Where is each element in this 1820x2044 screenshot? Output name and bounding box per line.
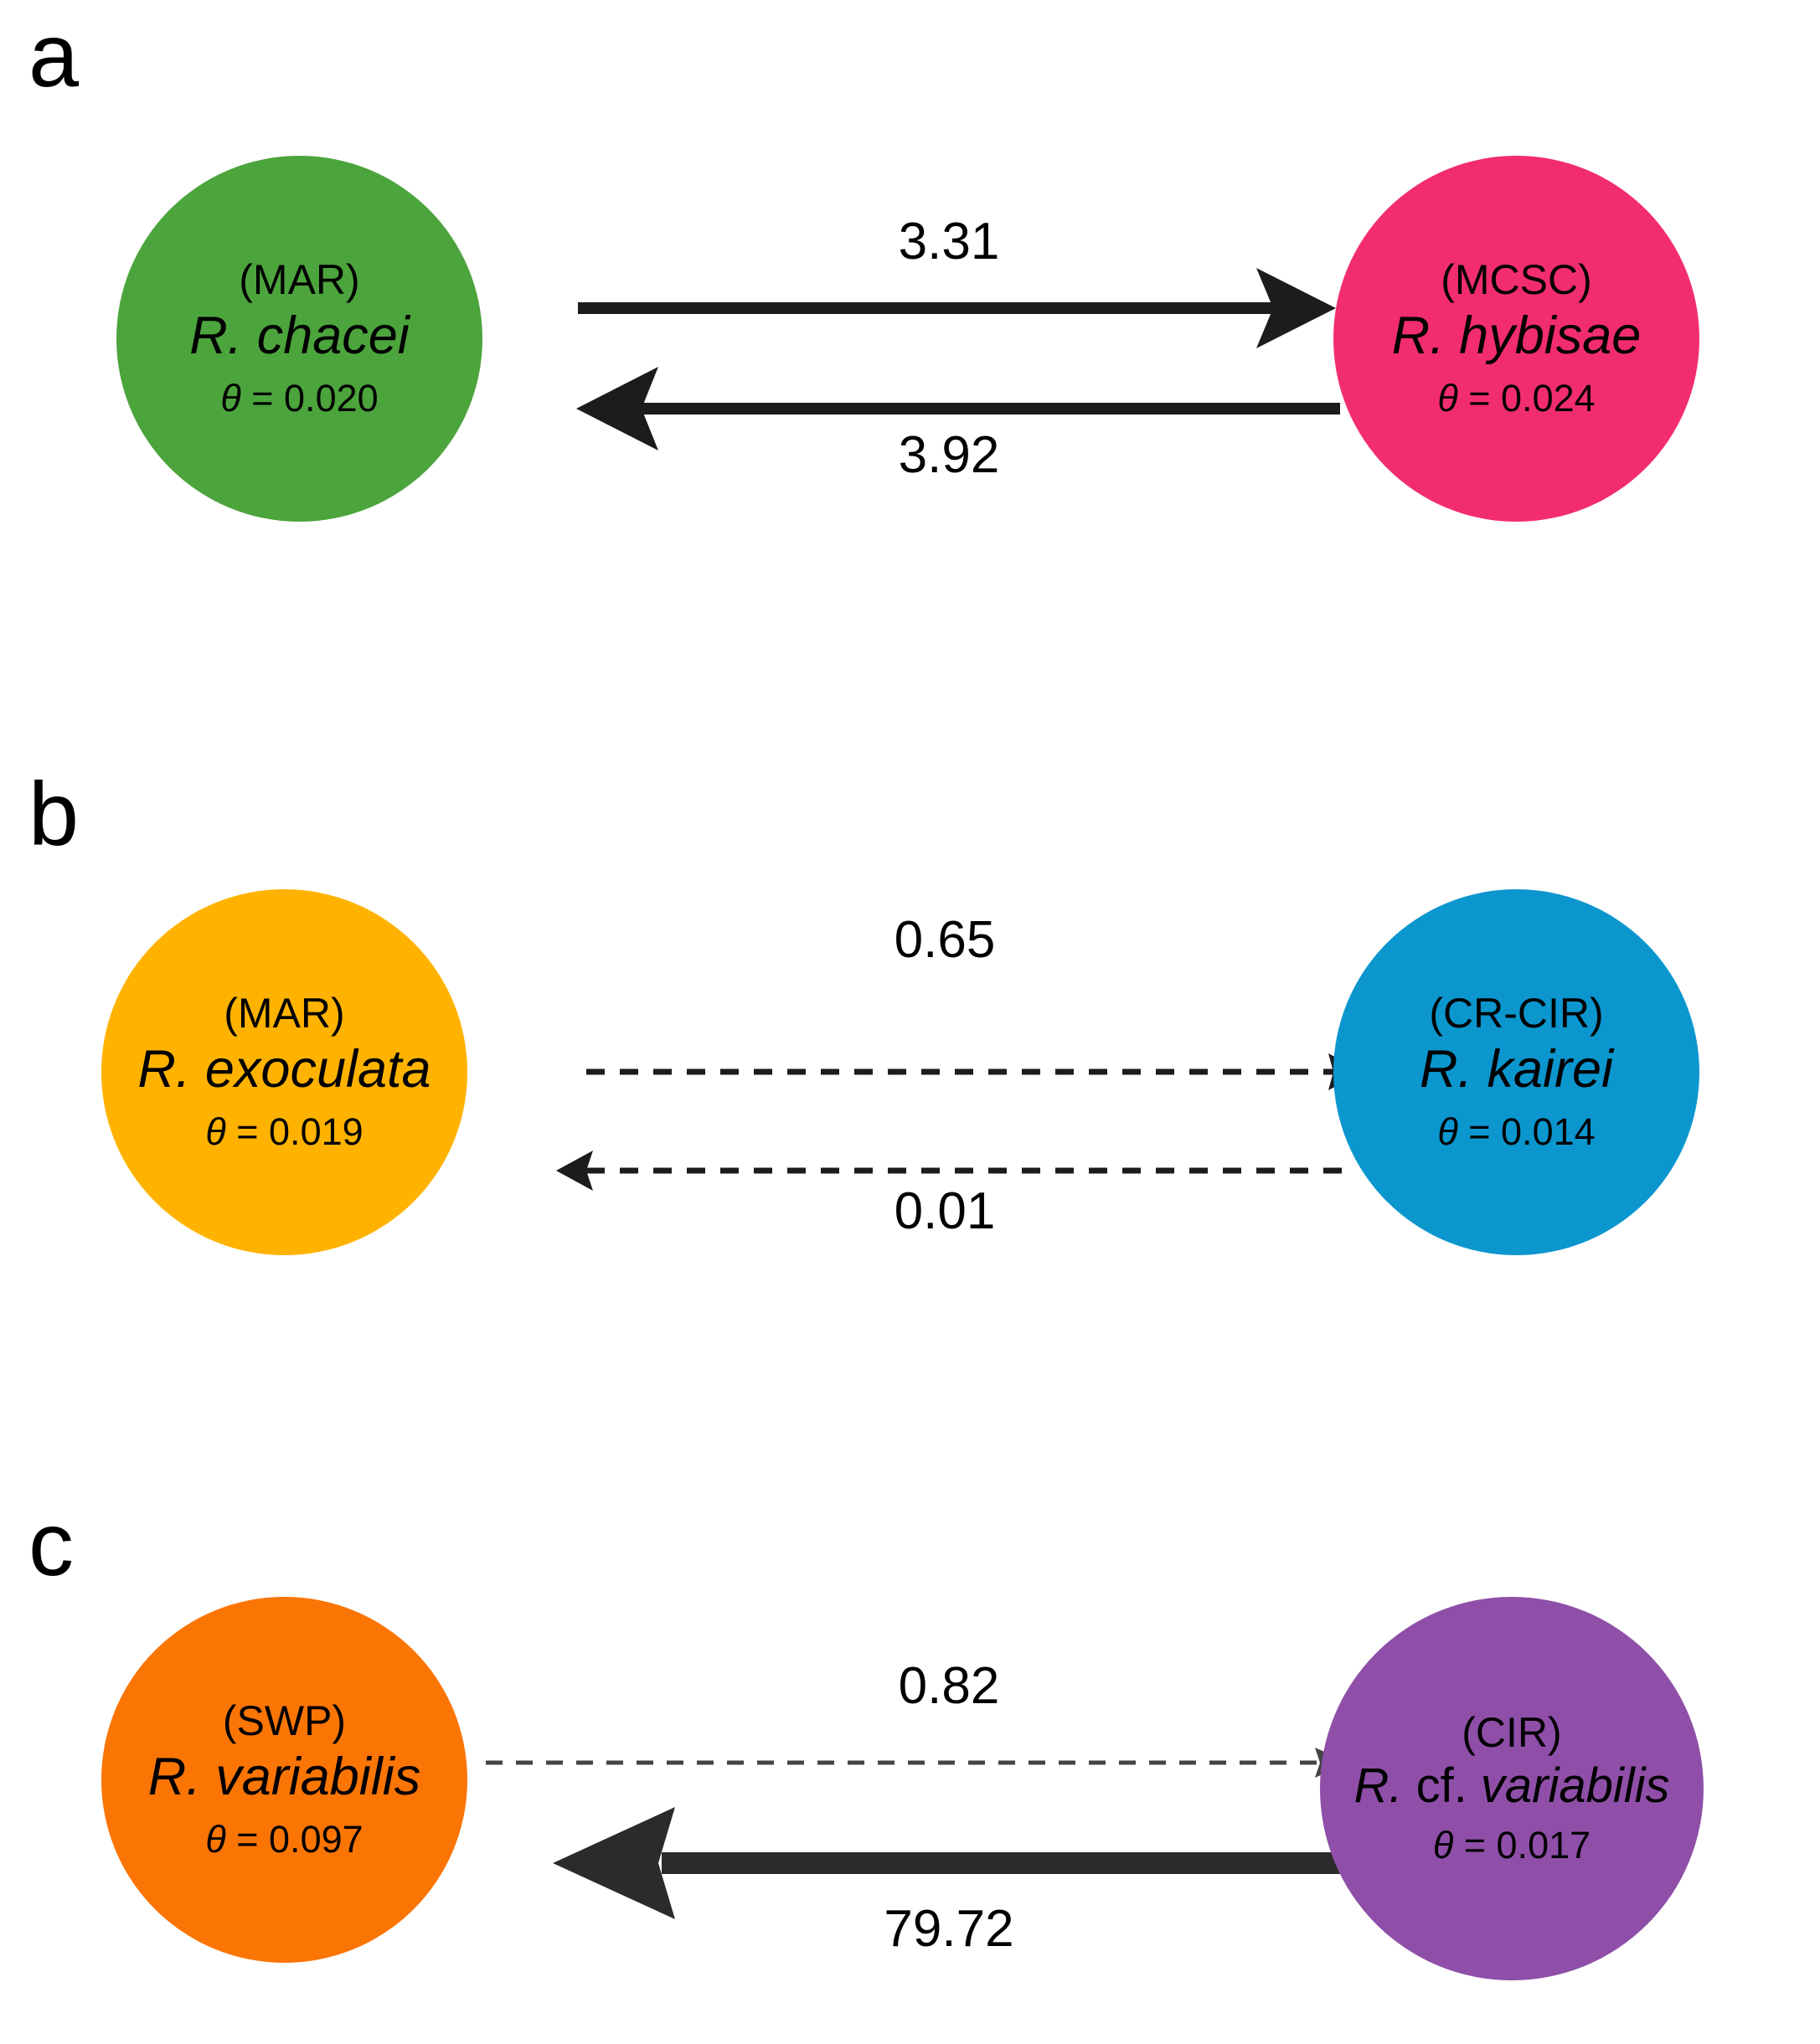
node-theta-label: θ = 0.097 — [205, 1817, 363, 1862]
theta-value: = 0.020 — [240, 376, 379, 420]
node-species-label: R. variabilis — [147, 1748, 421, 1807]
node-region-label: (MCSC) — [1441, 256, 1592, 304]
node-r-exoculata: (MAR) R. exoculata θ = 0.019 — [101, 889, 467, 1255]
node-region-label: (SWP) — [222, 1697, 347, 1745]
edge-a-lr-arrowhead — [1256, 268, 1336, 348]
node-theta-label: θ = 0.019 — [205, 1110, 363, 1155]
node-region-label: (CR-CIR) — [1429, 990, 1604, 1037]
theta-symbol: θ — [1432, 1824, 1454, 1867]
panel-c: c 0.82 79.72 (SWP) R. variabilis θ = 0.0… — [0, 1465, 1820, 2044]
node-species-label: R. kairei — [1419, 1040, 1614, 1099]
node-species-label: R. cf. variabilis — [1353, 1758, 1669, 1815]
edge-a-rl-arrowhead — [576, 367, 658, 451]
species-genus: R. — [1353, 1758, 1403, 1813]
node-r-chacei: (MAR) R. chacei θ = 0.020 — [116, 156, 482, 522]
edge-b-right-to-left — [556, 1151, 1342, 1191]
edge-b-left-to-right — [586, 1053, 1364, 1090]
node-r-hybisae: (MCSC) R. hybisae θ = 0.024 — [1333, 156, 1699, 522]
species-qualifier: cf. — [1415, 1758, 1467, 1813]
edge-c-rl-arrowhead — [553, 1807, 675, 1919]
edge-b-lr-label: 0.65 — [894, 911, 996, 969]
node-region-label: (MAR) — [224, 990, 345, 1037]
edge-a-left-to-right — [578, 268, 1336, 348]
node-species-label: R. hybisae — [1391, 306, 1642, 366]
node-r-kairei: (CR-CIR) R. kairei θ = 0.014 — [1333, 889, 1699, 1255]
edge-a-lr-label: 3.31 — [898, 213, 1000, 270]
edge-c-right-to-left — [553, 1807, 1340, 1919]
theta-symbol: θ — [205, 1817, 226, 1861]
theta-symbol: θ — [1437, 376, 1458, 420]
species-epithet: variabilis — [1480, 1758, 1670, 1813]
panel-a-edges — [576, 268, 1340, 451]
theta-symbol: θ — [220, 376, 241, 420]
node-theta-label: θ = 0.020 — [220, 376, 378, 421]
node-species-label: R. chacei — [189, 306, 410, 366]
theta-value: = 0.014 — [1457, 1110, 1596, 1153]
node-theta-label: θ = 0.017 — [1433, 1823, 1591, 1868]
edge-c-left-to-right — [486, 1748, 1348, 1778]
panel-b: b 0.65 0.01 (MAR) R. exoculata θ = 0.019… — [0, 737, 1820, 1465]
edge-a-rl-label: 3.92 — [898, 426, 1000, 484]
edge-b-rl-label: 0.01 — [894, 1182, 996, 1240]
theta-value: = 0.024 — [1457, 376, 1596, 420]
node-theta-label: θ = 0.024 — [1437, 376, 1595, 421]
theta-value: = 0.017 — [1453, 1824, 1591, 1867]
theta-value: = 0.097 — [225, 1817, 363, 1861]
theta-symbol: θ — [1437, 1110, 1458, 1153]
theta-symbol: θ — [205, 1110, 226, 1153]
panel-b-letter: b — [28, 763, 79, 864]
edge-b-rl-arrowhead — [556, 1151, 593, 1191]
node-species-label: R. exoculata — [137, 1040, 431, 1099]
node-region-label: (CIR) — [1462, 1708, 1562, 1756]
theta-value: = 0.019 — [225, 1110, 363, 1153]
edge-c-lr-label: 0.82 — [898, 1657, 1000, 1715]
edge-c-rl-label: 79.72 — [884, 1900, 1014, 1958]
node-region-label: (MAR) — [239, 256, 360, 304]
panel-a-letter: a — [28, 4, 79, 106]
panel-c-letter: c — [28, 1493, 74, 1594]
node-theta-label: θ = 0.014 — [1437, 1110, 1595, 1155]
edge-a-right-to-left — [576, 367, 1340, 451]
panel-a: a 3.31 3.92 (MAR) R. chacei θ = 0.020 (M… — [0, 0, 1820, 737]
node-r-variabilis: (SWP) R. variabilis θ = 0.097 — [101, 1597, 467, 1963]
node-r-cf-variabilis: (CIR) R. cf. variabilis θ = 0.017 — [1320, 1597, 1704, 1980]
